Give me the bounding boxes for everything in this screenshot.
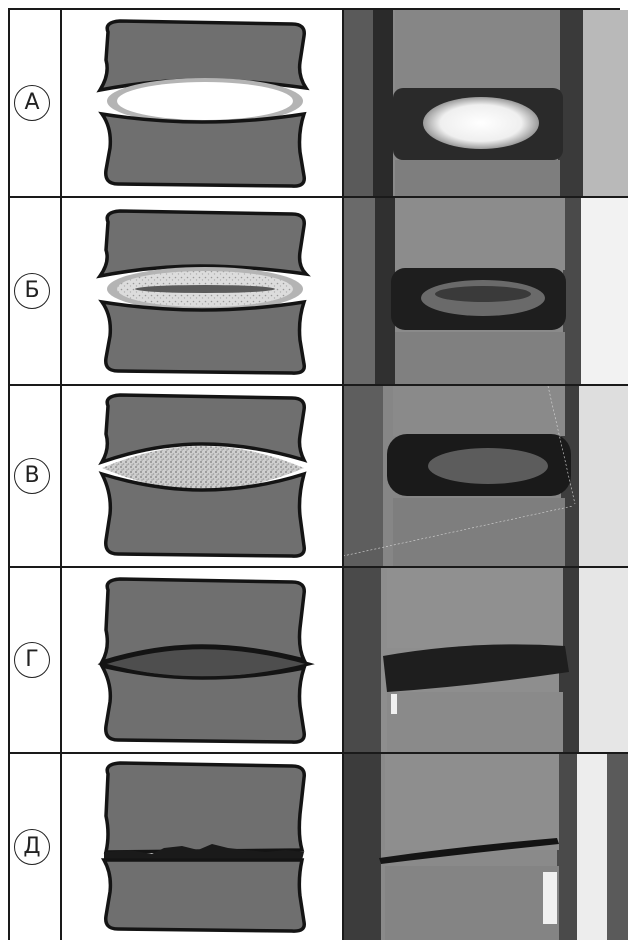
disc-diagram-moderate <box>60 386 343 566</box>
vertebra-schematic-icon <box>60 754 343 940</box>
disc-diagram-normal <box>60 10 343 196</box>
vertebra-schematic-icon <box>60 386 343 566</box>
mri-slice-icon <box>343 386 628 566</box>
grade-label-cell: А <box>8 10 60 196</box>
mri-slice-icon <box>343 198 628 384</box>
grade-letter-e: Д <box>14 829 50 865</box>
frame-left <box>8 8 10 940</box>
row-separator <box>8 566 628 568</box>
grade-label-cell: Б <box>8 198 60 384</box>
grade-letter-a: А <box>14 85 50 121</box>
grade-letter-c: В <box>14 458 50 494</box>
grade-label-cell: В <box>8 386 60 566</box>
grade-label-cell: Д <box>8 754 60 940</box>
disc-diagram-advanced <box>60 568 343 752</box>
vertebra-schematic-icon <box>60 568 343 752</box>
disc-diagram-early <box>60 198 343 384</box>
row-separator <box>8 196 628 198</box>
frame-top <box>8 8 620 10</box>
grade-label-cell: Г <box>8 568 60 752</box>
mri-slice-icon <box>343 10 628 196</box>
grade-row-b: Б <box>0 198 628 384</box>
frame-divider-label <box>60 8 62 940</box>
vertebra-schematic-icon <box>60 10 343 196</box>
mri-image-moderate <box>343 386 628 566</box>
grade-row-e: Д <box>0 754 628 940</box>
mri-image-normal <box>343 10 628 196</box>
vertebra-schematic-icon <box>60 198 343 384</box>
row-separator <box>8 384 628 386</box>
frame-divider-mri <box>342 8 344 940</box>
row-separator <box>8 752 628 754</box>
grade-row-a: А <box>0 10 628 196</box>
grade-row-d: Г <box>0 568 628 752</box>
mri-image-collapsed <box>343 754 628 940</box>
grade-letter-b: Б <box>14 273 50 309</box>
disc-diagram-collapsed <box>60 754 343 940</box>
grade-row-c: В <box>0 386 628 566</box>
mri-image-advanced <box>343 568 628 752</box>
mri-image-early <box>343 198 628 384</box>
grade-letter-d: Г <box>14 642 50 678</box>
mri-slice-icon <box>343 754 628 940</box>
mri-slice-icon <box>343 568 628 752</box>
